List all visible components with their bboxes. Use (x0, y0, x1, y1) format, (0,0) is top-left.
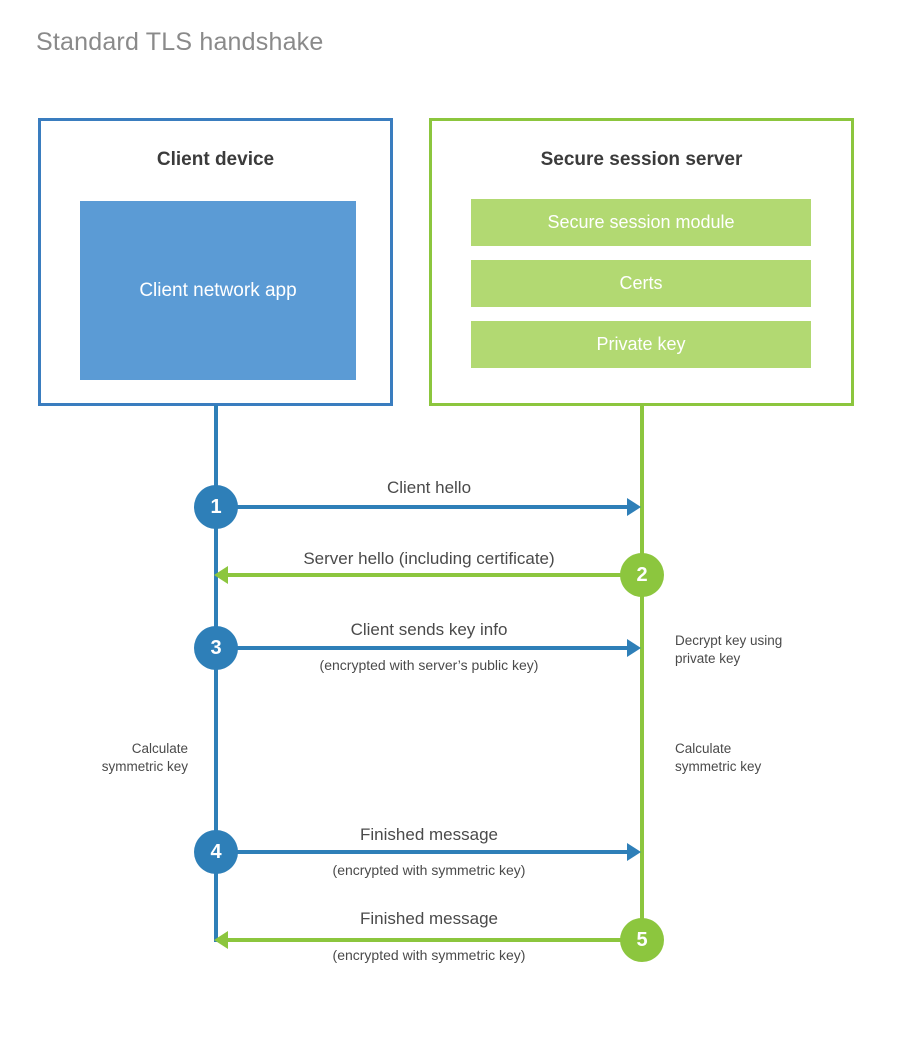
server-decrypt-note-line2: private key (675, 650, 741, 666)
server-calculate-symmetric-key-note: Calculate symmetric key (675, 740, 845, 775)
secure-session-server-title: Secure session server (540, 149, 743, 170)
client-calc-note-line1: Calculate (131, 741, 188, 756)
step-1-arrow-line (216, 505, 628, 509)
step-2-badge: 2 (620, 553, 664, 597)
step-3-arrow-head-icon (627, 639, 641, 657)
server-calc-note-line1: Calculate (675, 741, 732, 756)
step-4-sublabel: (encrypted with symmetric key) (332, 862, 526, 878)
client-device-box: Client device Client network app (38, 118, 393, 406)
step-2-arrow-line (228, 573, 640, 577)
step-3-sublabel: (encrypted with server’s public key) (319, 657, 539, 673)
page-title: Standard TLS handshake (36, 28, 324, 56)
server-component-secure-session-module: Secure session module (471, 199, 811, 246)
client-device-title: Client device (156, 149, 275, 170)
client-lifeline (214, 405, 218, 942)
step-2-arrow-head-icon (214, 566, 228, 584)
server-calc-note-line2: symmetric key (675, 758, 762, 774)
step-5-arrow-line (228, 938, 640, 942)
step-4-badge: 4 (194, 830, 238, 874)
secure-session-server-box: Secure session server Secure session mod… (429, 118, 854, 406)
step-1-badge: 1 (194, 485, 238, 529)
server-decrypt-note: Decrypt key using private key (675, 632, 855, 667)
server-component-stack: Secure session module Certs Private key (471, 199, 811, 368)
server-component-certs: Certs (471, 260, 811, 307)
step-5-badge: 5 (620, 918, 664, 962)
client-calc-note-line2: symmetric key (101, 758, 188, 774)
server-lifeline (640, 405, 644, 942)
step-3-label: Client sends key info (350, 620, 508, 639)
server-component-private-key: Private key (471, 321, 811, 368)
step-1-arrow-head-icon (627, 498, 641, 516)
step-4-arrow-head-icon (627, 843, 641, 861)
step-3-arrow-line (216, 646, 628, 650)
step-5-sublabel: (encrypted with symmetric key) (332, 947, 526, 963)
step-3-badge: 3 (194, 626, 238, 670)
server-decrypt-note-line1: Decrypt key using (675, 633, 783, 648)
step-1-label: Client hello (386, 478, 472, 497)
step-4-arrow-line (216, 850, 628, 854)
step-5-label: Finished message (360, 909, 498, 928)
step-2-label: Server hello (including certificate) (303, 549, 555, 568)
client-network-app-block: Client network app (80, 201, 356, 380)
step-5-arrow-head-icon (214, 931, 228, 949)
step-4-label: Finished message (360, 825, 498, 844)
client-calculate-symmetric-key-note: Calculate symmetric key (30, 740, 188, 775)
